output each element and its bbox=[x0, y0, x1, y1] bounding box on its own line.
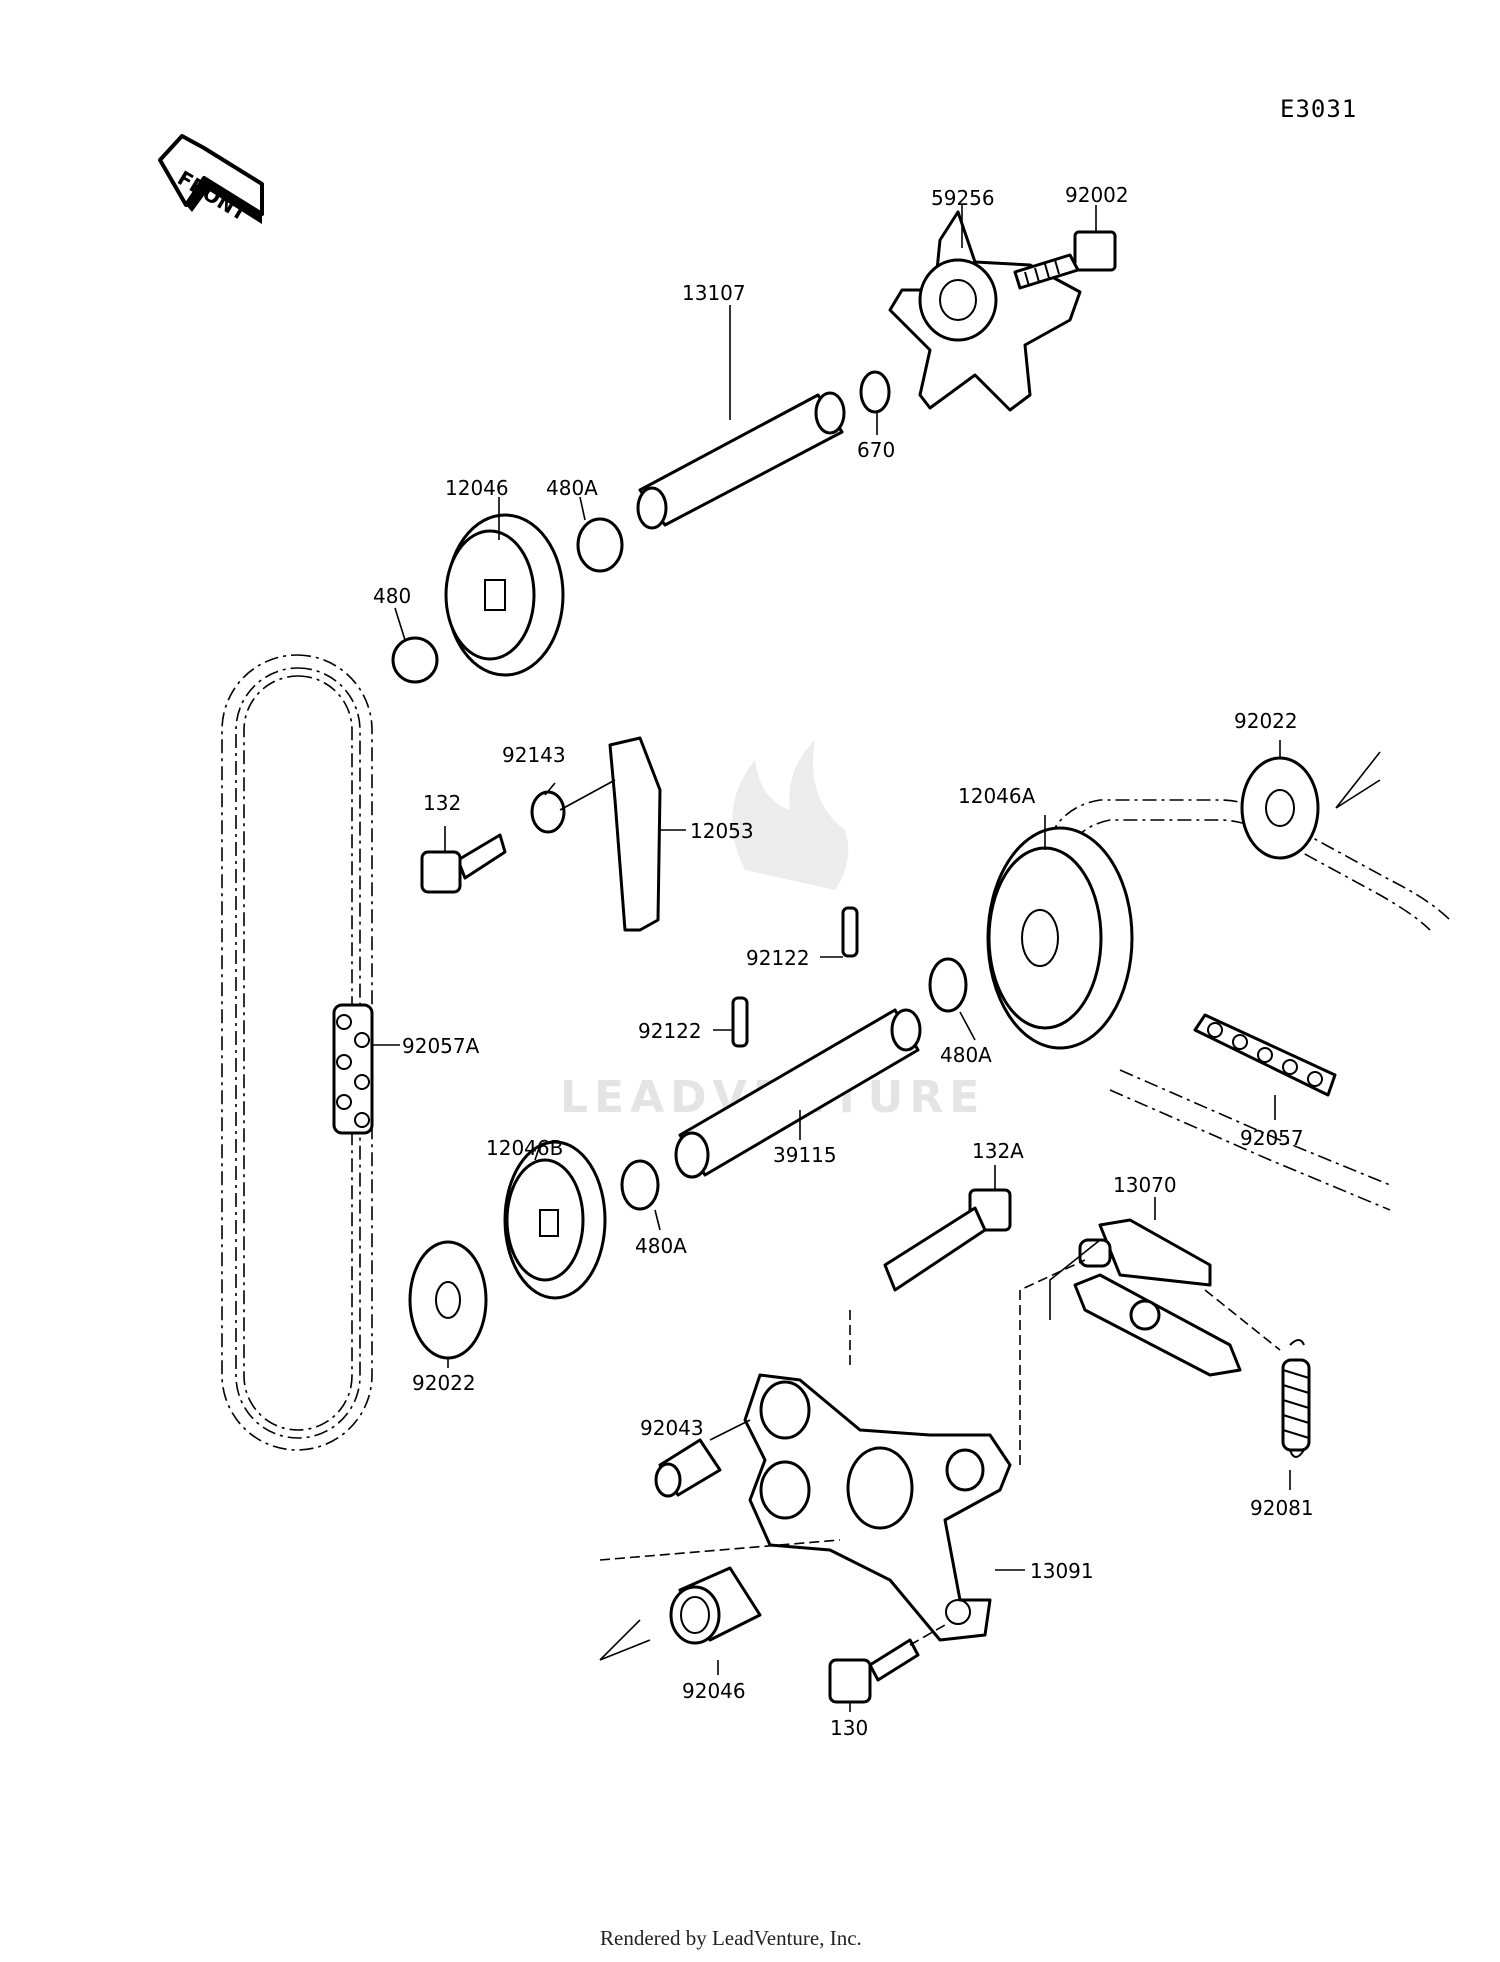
sprocket-12046a bbox=[986, 826, 1134, 1050]
footer-credit: Rendered by LeadVenture, Inc. bbox=[600, 1926, 862, 1950]
washer-92022-right bbox=[1240, 756, 1320, 860]
label-92046: 92046 bbox=[682, 1679, 746, 1703]
label-480a-low: 480A bbox=[635, 1234, 687, 1258]
label-480a-top: 480A bbox=[546, 476, 598, 500]
pin-92122-upper bbox=[841, 906, 859, 958]
pin-92122-lower bbox=[731, 996, 749, 1048]
washer-92143 bbox=[530, 790, 566, 834]
label-39115: 39115 bbox=[773, 1143, 837, 1167]
arm-13091 bbox=[743, 1373, 1012, 1642]
sprocket-12046 bbox=[444, 513, 565, 677]
label-92057a: 92057A bbox=[402, 1034, 480, 1058]
label-92122-upper: 92122 bbox=[746, 946, 810, 970]
leader-lines bbox=[372, 205, 1291, 1712]
label-92002: 92002 bbox=[1065, 183, 1129, 207]
label-12046b: 12046B bbox=[486, 1136, 563, 1160]
o-ring-670 bbox=[859, 370, 891, 414]
label-12046: 12046 bbox=[445, 476, 509, 500]
bushing-92043 bbox=[654, 1438, 722, 1498]
label-480: 480 bbox=[373, 584, 411, 608]
diagram-code: E3031 bbox=[1280, 95, 1357, 123]
clip-480a-low bbox=[620, 1159, 660, 1211]
tensioner-13070 bbox=[1073, 1218, 1242, 1377]
clip-480a-top bbox=[576, 517, 624, 573]
bearing-92046 bbox=[669, 1566, 762, 1645]
label-13107: 13107 bbox=[682, 281, 746, 305]
bolt-132a bbox=[883, 1188, 1012, 1292]
label-92122-lower: 92122 bbox=[638, 1019, 702, 1043]
label-132a: 132A bbox=[972, 1139, 1024, 1163]
fan-59256 bbox=[888, 210, 1082, 412]
label-130: 130 bbox=[830, 1716, 868, 1740]
washer-92022-left bbox=[408, 1240, 488, 1360]
label-132: 132 bbox=[423, 791, 461, 815]
label-12046a: 12046A bbox=[958, 784, 1036, 808]
part-labels: 59256 92002 13107 670 12046 480A 480 921… bbox=[373, 183, 1314, 1740]
label-92043: 92043 bbox=[640, 1416, 704, 1440]
clip-480 bbox=[391, 636, 439, 684]
label-92143: 92143 bbox=[502, 743, 566, 767]
bolt-92002 bbox=[1013, 230, 1117, 290]
bolt-132 bbox=[420, 833, 507, 894]
chain-link-92057a bbox=[332, 1003, 374, 1135]
label-480a-mid: 480A bbox=[940, 1043, 992, 1067]
shaft-13107 bbox=[636, 391, 846, 530]
shaft-39115 bbox=[674, 1008, 922, 1179]
label-92022-left: 92022 bbox=[412, 1371, 476, 1395]
spring-92081 bbox=[1281, 1339, 1311, 1458]
label-670: 670 bbox=[857, 438, 895, 462]
label-13070: 13070 bbox=[1113, 1173, 1177, 1197]
bolt-130 bbox=[828, 1638, 920, 1704]
label-92057: 92057 bbox=[1240, 1126, 1304, 1150]
sprocket-12046b bbox=[503, 1140, 607, 1300]
front-arrow-icon: FRONT bbox=[158, 134, 264, 226]
label-13091: 13091 bbox=[1030, 1559, 1094, 1583]
clip-480a-mid bbox=[928, 957, 968, 1013]
label-92022-right: 92022 bbox=[1234, 709, 1298, 733]
label-92081: 92081 bbox=[1250, 1496, 1314, 1520]
label-59256: 59256 bbox=[931, 186, 995, 210]
chain-link-92057 bbox=[1193, 1013, 1337, 1097]
label-12053: 12053 bbox=[690, 819, 754, 843]
chain-guide-12053 bbox=[608, 736, 662, 932]
